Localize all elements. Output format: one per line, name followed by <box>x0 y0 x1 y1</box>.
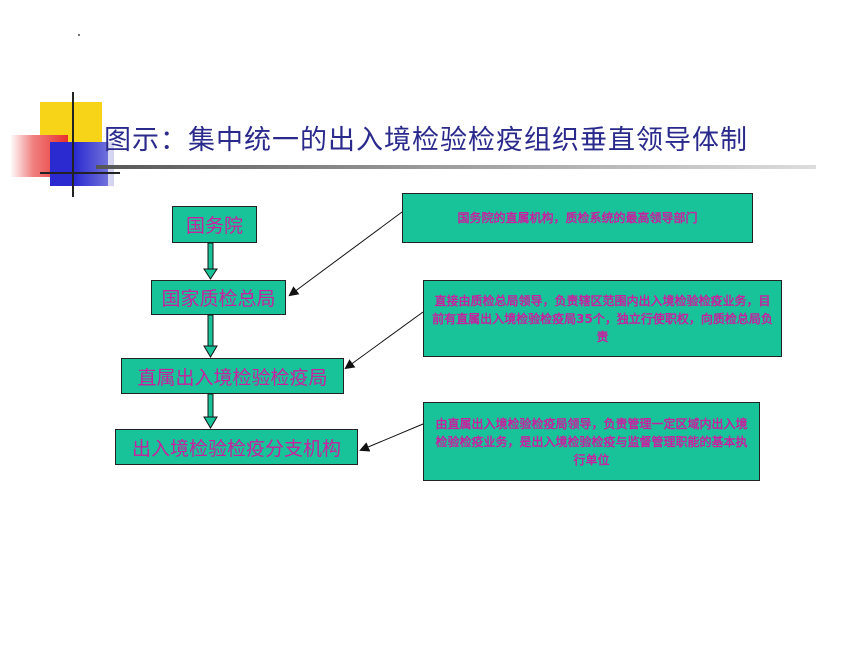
flow-arrow-2 <box>203 314 218 358</box>
callout-line-1 <box>288 211 403 297</box>
flow-arrow-1 <box>203 242 218 280</box>
title-underline <box>96 165 816 169</box>
node-state-council: 国务院 <box>172 206 257 243</box>
node-direct-ciq-bureau: 直属出入境检验检疫局 <box>121 358 344 394</box>
decor-dot <box>78 34 80 36</box>
node-aqsiq: 国家质检总局 <box>151 280 286 315</box>
note-state-council: 国务院的直属机构，质检系统的最高领导部门 <box>402 193 753 243</box>
node-ciq-branch: 出入境检验检疫分支机构 <box>115 429 358 465</box>
callout-line-3 <box>359 423 424 452</box>
note-direct-ciq-bureau: 直接由质检总局领导，负责辖区范围内出入境检验检疫业务，目前有直属出入境检验检疫局… <box>423 280 782 357</box>
note-ciq-branch: 由直属出入境检验检疫局领导，负责管理一定区域内出入境检验检疫业务，是出入境检验检… <box>423 402 760 481</box>
callout-line-2 <box>344 311 424 370</box>
logo-vertical-line <box>72 92 74 197</box>
flow-arrow-3 <box>203 393 218 429</box>
logo-horizontal-line <box>40 172 120 174</box>
slide-title: 图示：集中统一的出入境检验检疫组织垂直领导体制 <box>104 125 748 156</box>
logo-blue-fade <box>74 142 114 186</box>
